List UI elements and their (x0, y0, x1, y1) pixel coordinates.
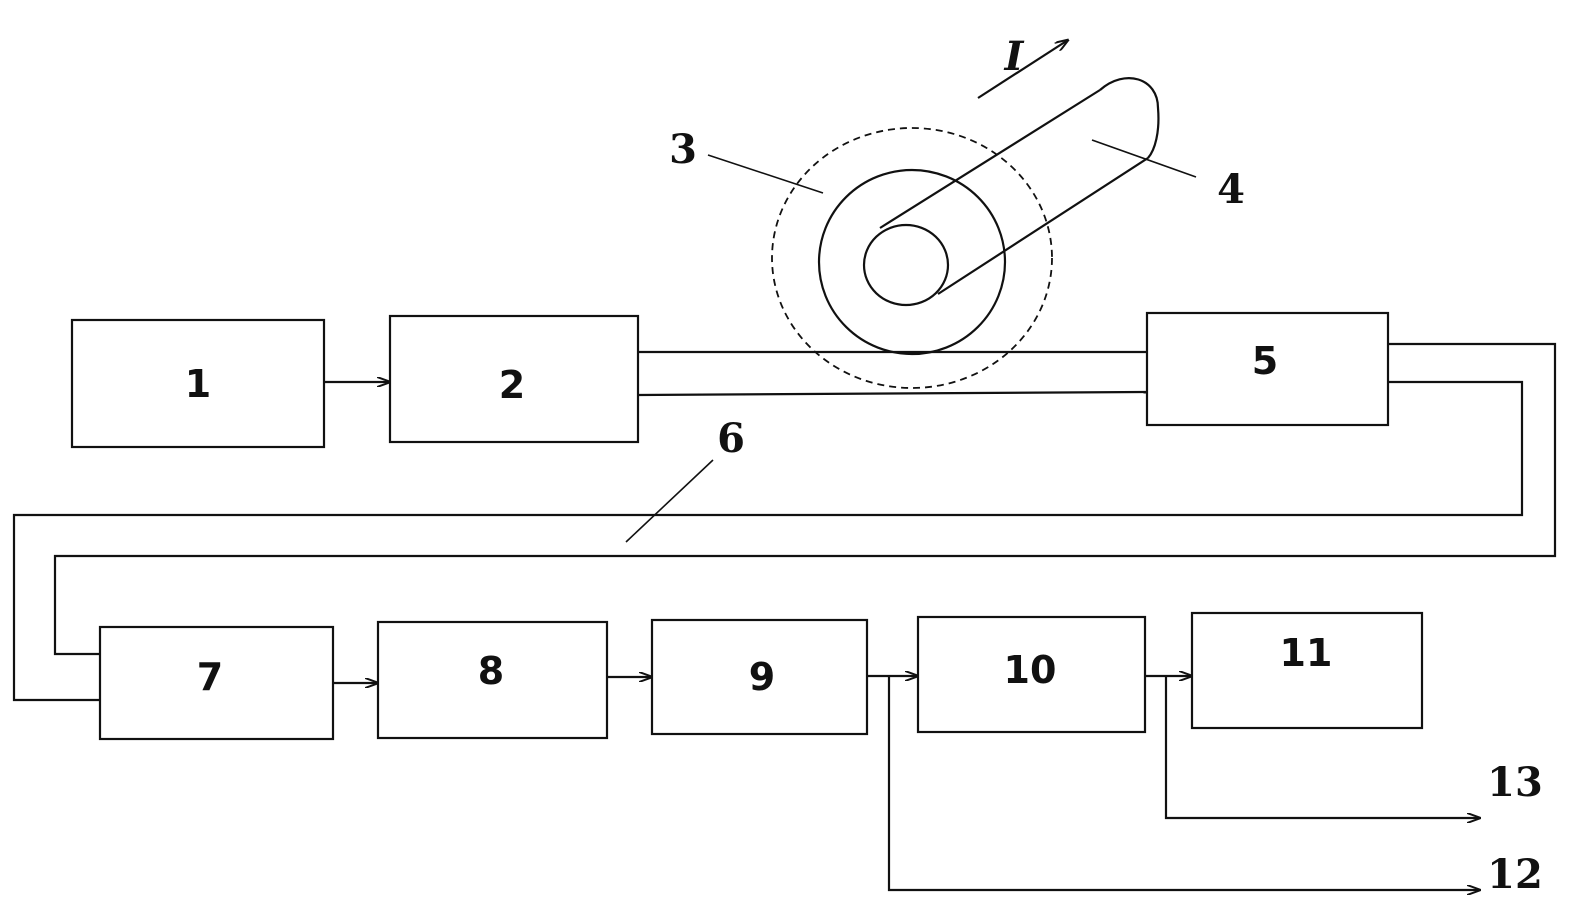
block-7-label: 7 (197, 655, 223, 699)
conductor-end-cap (1099, 77, 1160, 159)
block-1: 1 (70, 318, 326, 449)
output-arrow-12 (887, 676, 1480, 890)
conductor-top-edge (879, 89, 1101, 229)
conductor-4 (879, 77, 1160, 295)
block-11-label: 11 (1280, 631, 1333, 675)
block-5-label: 5 (1252, 339, 1278, 383)
block-9: 9 (650, 618, 869, 736)
block-2-label: 2 (499, 363, 525, 407)
current-label: I (1004, 33, 1025, 80)
callout-4: 4 (1217, 166, 1245, 213)
wire-2-to-5-bottom (637, 390, 1148, 397)
block-2: 2 (388, 314, 640, 444)
block-5: 5 (1145, 311, 1390, 427)
toroid-outer-ring (771, 127, 1053, 389)
output-arrow-13 (1164, 676, 1480, 818)
cable-6-inner (12, 380, 1524, 702)
block-8-label: 8 (478, 649, 504, 693)
block-8: 8 (376, 620, 609, 740)
block-11: 11 (1190, 611, 1424, 730)
block-9-label: 9 (749, 655, 775, 699)
callout-12: 12 (1487, 851, 1543, 898)
current-sensor-toroid (771, 127, 1053, 389)
cable-6-outer (53, 342, 1557, 656)
toroid-inner-ring (817, 168, 1007, 356)
block-10-label: 10 (1004, 648, 1057, 692)
callout-13: 13 (1487, 759, 1543, 806)
block-10: 10 (916, 615, 1147, 734)
current-direction-arrow (977, 40, 1068, 99)
leader-3 (707, 154, 824, 194)
conductor-bottom-edge (937, 157, 1149, 295)
callout-3: 3 (669, 126, 697, 173)
block-1-label: 1 (185, 362, 211, 406)
conductor-section (862, 223, 950, 307)
callout-6: 6 (717, 415, 745, 462)
leader-4 (1091, 139, 1197, 178)
leader-6 (625, 459, 714, 543)
block-7: 7 (98, 625, 335, 741)
